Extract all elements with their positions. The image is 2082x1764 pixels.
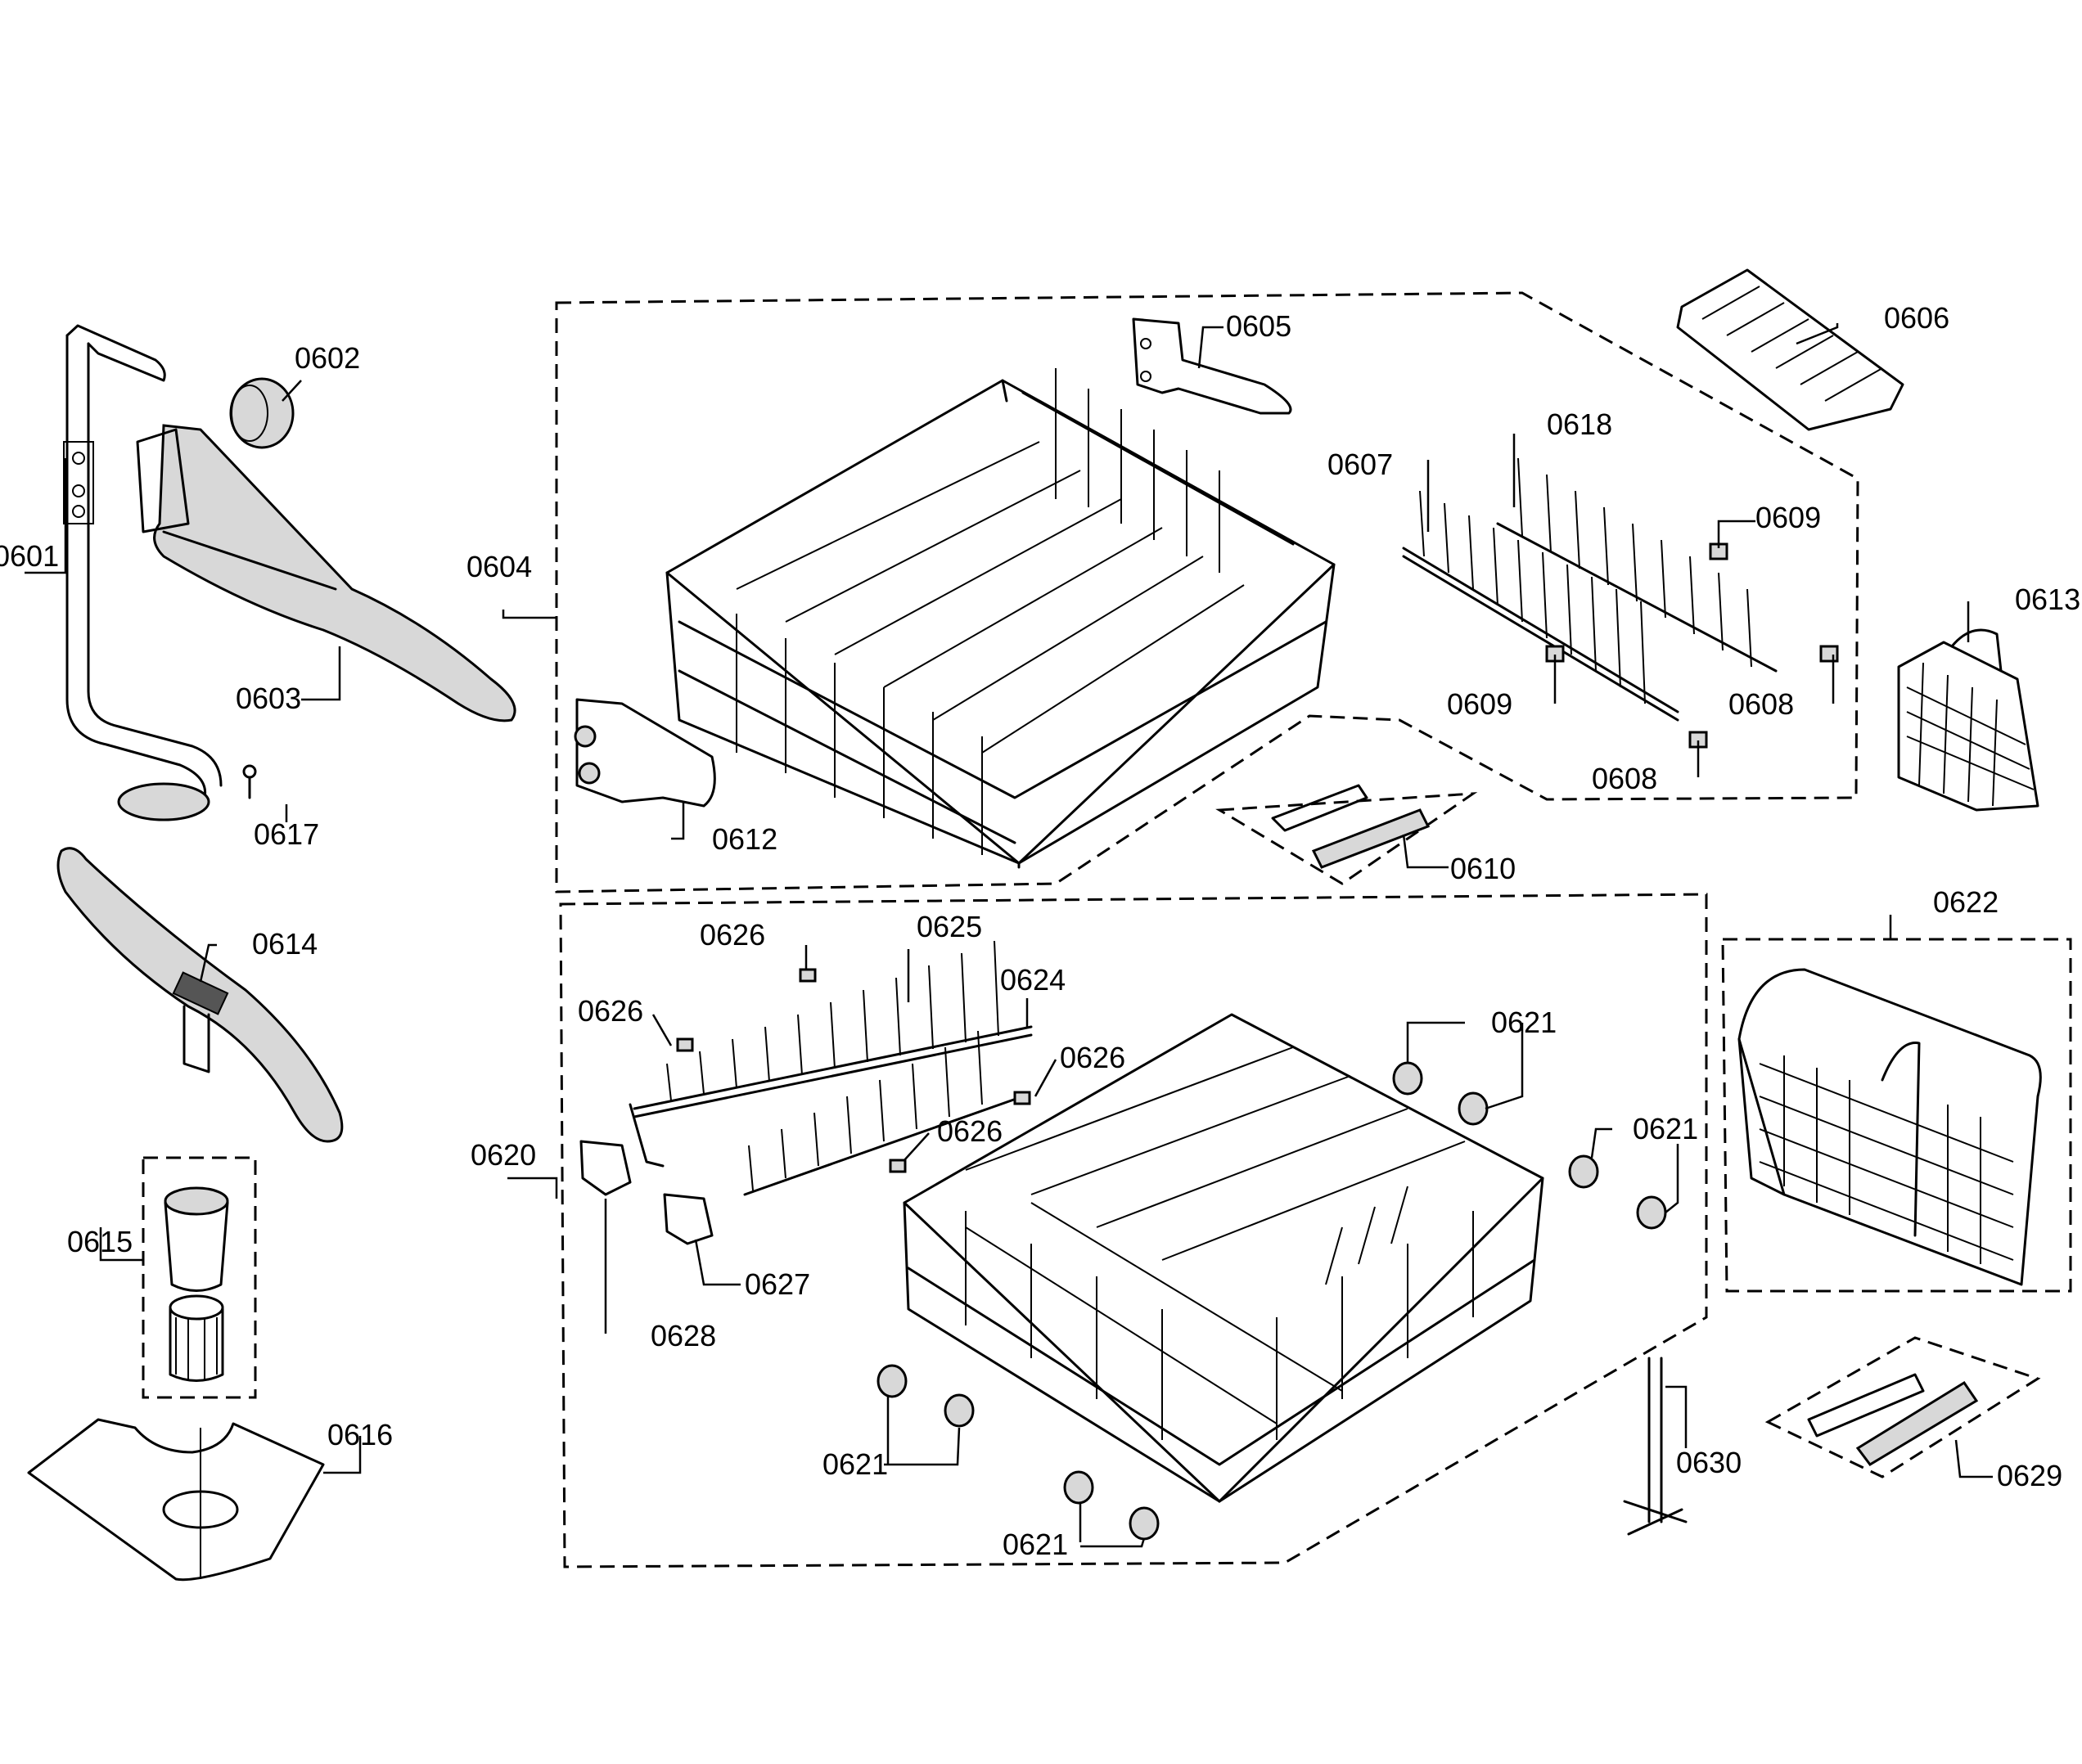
label-0621-top-b: 0621 xyxy=(1633,1112,1698,1145)
upper-rack-group-box xyxy=(555,291,1859,893)
wheel-0621-g xyxy=(1063,1470,1094,1505)
wheel-0621-f xyxy=(944,1393,975,1428)
wheel-0621-a xyxy=(1392,1061,1423,1096)
label-0608-upper: 0608 xyxy=(1728,687,1794,721)
label-0621-bottom-b: 0621 xyxy=(1003,1528,1068,1561)
wheel-0621-c xyxy=(1568,1154,1599,1189)
label-0622: 0622 xyxy=(1933,885,1999,919)
label-0610: 0610 xyxy=(1450,852,1516,885)
label-0617: 0617 xyxy=(254,817,319,851)
rack-adjuster-part xyxy=(574,698,716,808)
wheel-0621-b xyxy=(1458,1091,1489,1126)
tine-row-upper-part xyxy=(1402,457,1778,722)
label-0621-bottom-a: 0621 xyxy=(822,1447,888,1481)
spike-shelf-part xyxy=(1676,268,1904,431)
label-0626-left: 0626 xyxy=(578,994,643,1028)
clip-0626-c xyxy=(1013,1091,1031,1105)
filter-group-box xyxy=(142,1156,257,1399)
clip-0626-b xyxy=(676,1037,694,1052)
lower-rack-trim-part xyxy=(1807,1373,1979,1466)
label-0608-lower: 0608 xyxy=(1592,762,1657,795)
tine-row-lower-part xyxy=(629,940,1033,1196)
label-0609-upper: 0609 xyxy=(1755,501,1821,534)
filter-plate-part xyxy=(27,1418,325,1582)
label-0624: 0624 xyxy=(1000,963,1066,997)
wheel-0621-d xyxy=(1636,1195,1667,1230)
spray-head-part xyxy=(229,377,295,449)
rack-stop-pin-part xyxy=(1623,1357,1688,1536)
lower-rack-part xyxy=(903,1013,1544,1503)
filter-assembly-part xyxy=(164,1186,229,1382)
label-0620: 0620 xyxy=(471,1138,536,1172)
label-0604: 0604 xyxy=(466,550,532,583)
label-0607: 0607 xyxy=(1327,448,1393,481)
label-0602: 0602 xyxy=(295,341,360,375)
label-0626-middle: 0626 xyxy=(937,1114,1003,1148)
rack-trim-group-box xyxy=(1215,792,1478,885)
label-0614: 0614 xyxy=(252,927,318,961)
label-0629: 0629 xyxy=(1997,1459,2062,1492)
wheel-0621-e xyxy=(877,1364,908,1398)
label-0630: 0630 xyxy=(1676,1446,1742,1479)
label-0625: 0625 xyxy=(917,910,982,943)
label-0603: 0603 xyxy=(236,682,301,715)
hinge-0627-part xyxy=(663,1193,714,1245)
small-basket-part xyxy=(1897,628,2039,812)
label-0606: 0606 xyxy=(1884,301,1949,335)
rack-bracket-part xyxy=(1132,317,1292,415)
label-0626-top: 0626 xyxy=(700,918,765,952)
upper-rack-part xyxy=(665,368,1336,869)
lower-spray-arm-part xyxy=(56,847,344,1143)
label-0615: 0615 xyxy=(67,1225,133,1258)
hinge-0628-part xyxy=(579,1140,632,1196)
label-0616: 0616 xyxy=(327,1418,393,1451)
clip-0626-a xyxy=(799,968,817,983)
cutlery-basket-group-box xyxy=(1721,938,2072,1293)
clip-0608-upper xyxy=(1819,645,1839,663)
label-0612: 0612 xyxy=(712,822,777,856)
label-0601: 0601 xyxy=(0,539,59,573)
supply-tube-part xyxy=(63,324,223,821)
cutlery-basket-part xyxy=(1737,968,2042,1286)
label-0621-top-a: 0621 xyxy=(1491,1006,1557,1039)
lower-trim-group-box xyxy=(1764,1336,2041,1478)
screw-part xyxy=(242,764,257,799)
label-0609-lower: 0609 xyxy=(1447,687,1512,721)
wheel-0621-h xyxy=(1129,1506,1160,1541)
label-0618: 0618 xyxy=(1547,407,1612,441)
label-0626-right: 0626 xyxy=(1060,1041,1125,1074)
upper-spray-arm-part xyxy=(136,424,516,722)
clip-0626-d xyxy=(889,1159,907,1173)
rack-trim-part xyxy=(1271,784,1431,869)
label-0605: 0605 xyxy=(1226,309,1291,343)
leader-lines xyxy=(25,323,1993,1548)
label-0627: 0627 xyxy=(745,1267,810,1301)
label-0613: 0613 xyxy=(2015,583,2080,616)
label-0628: 0628 xyxy=(651,1319,716,1352)
lower-rack-group-box xyxy=(559,893,1708,1568)
